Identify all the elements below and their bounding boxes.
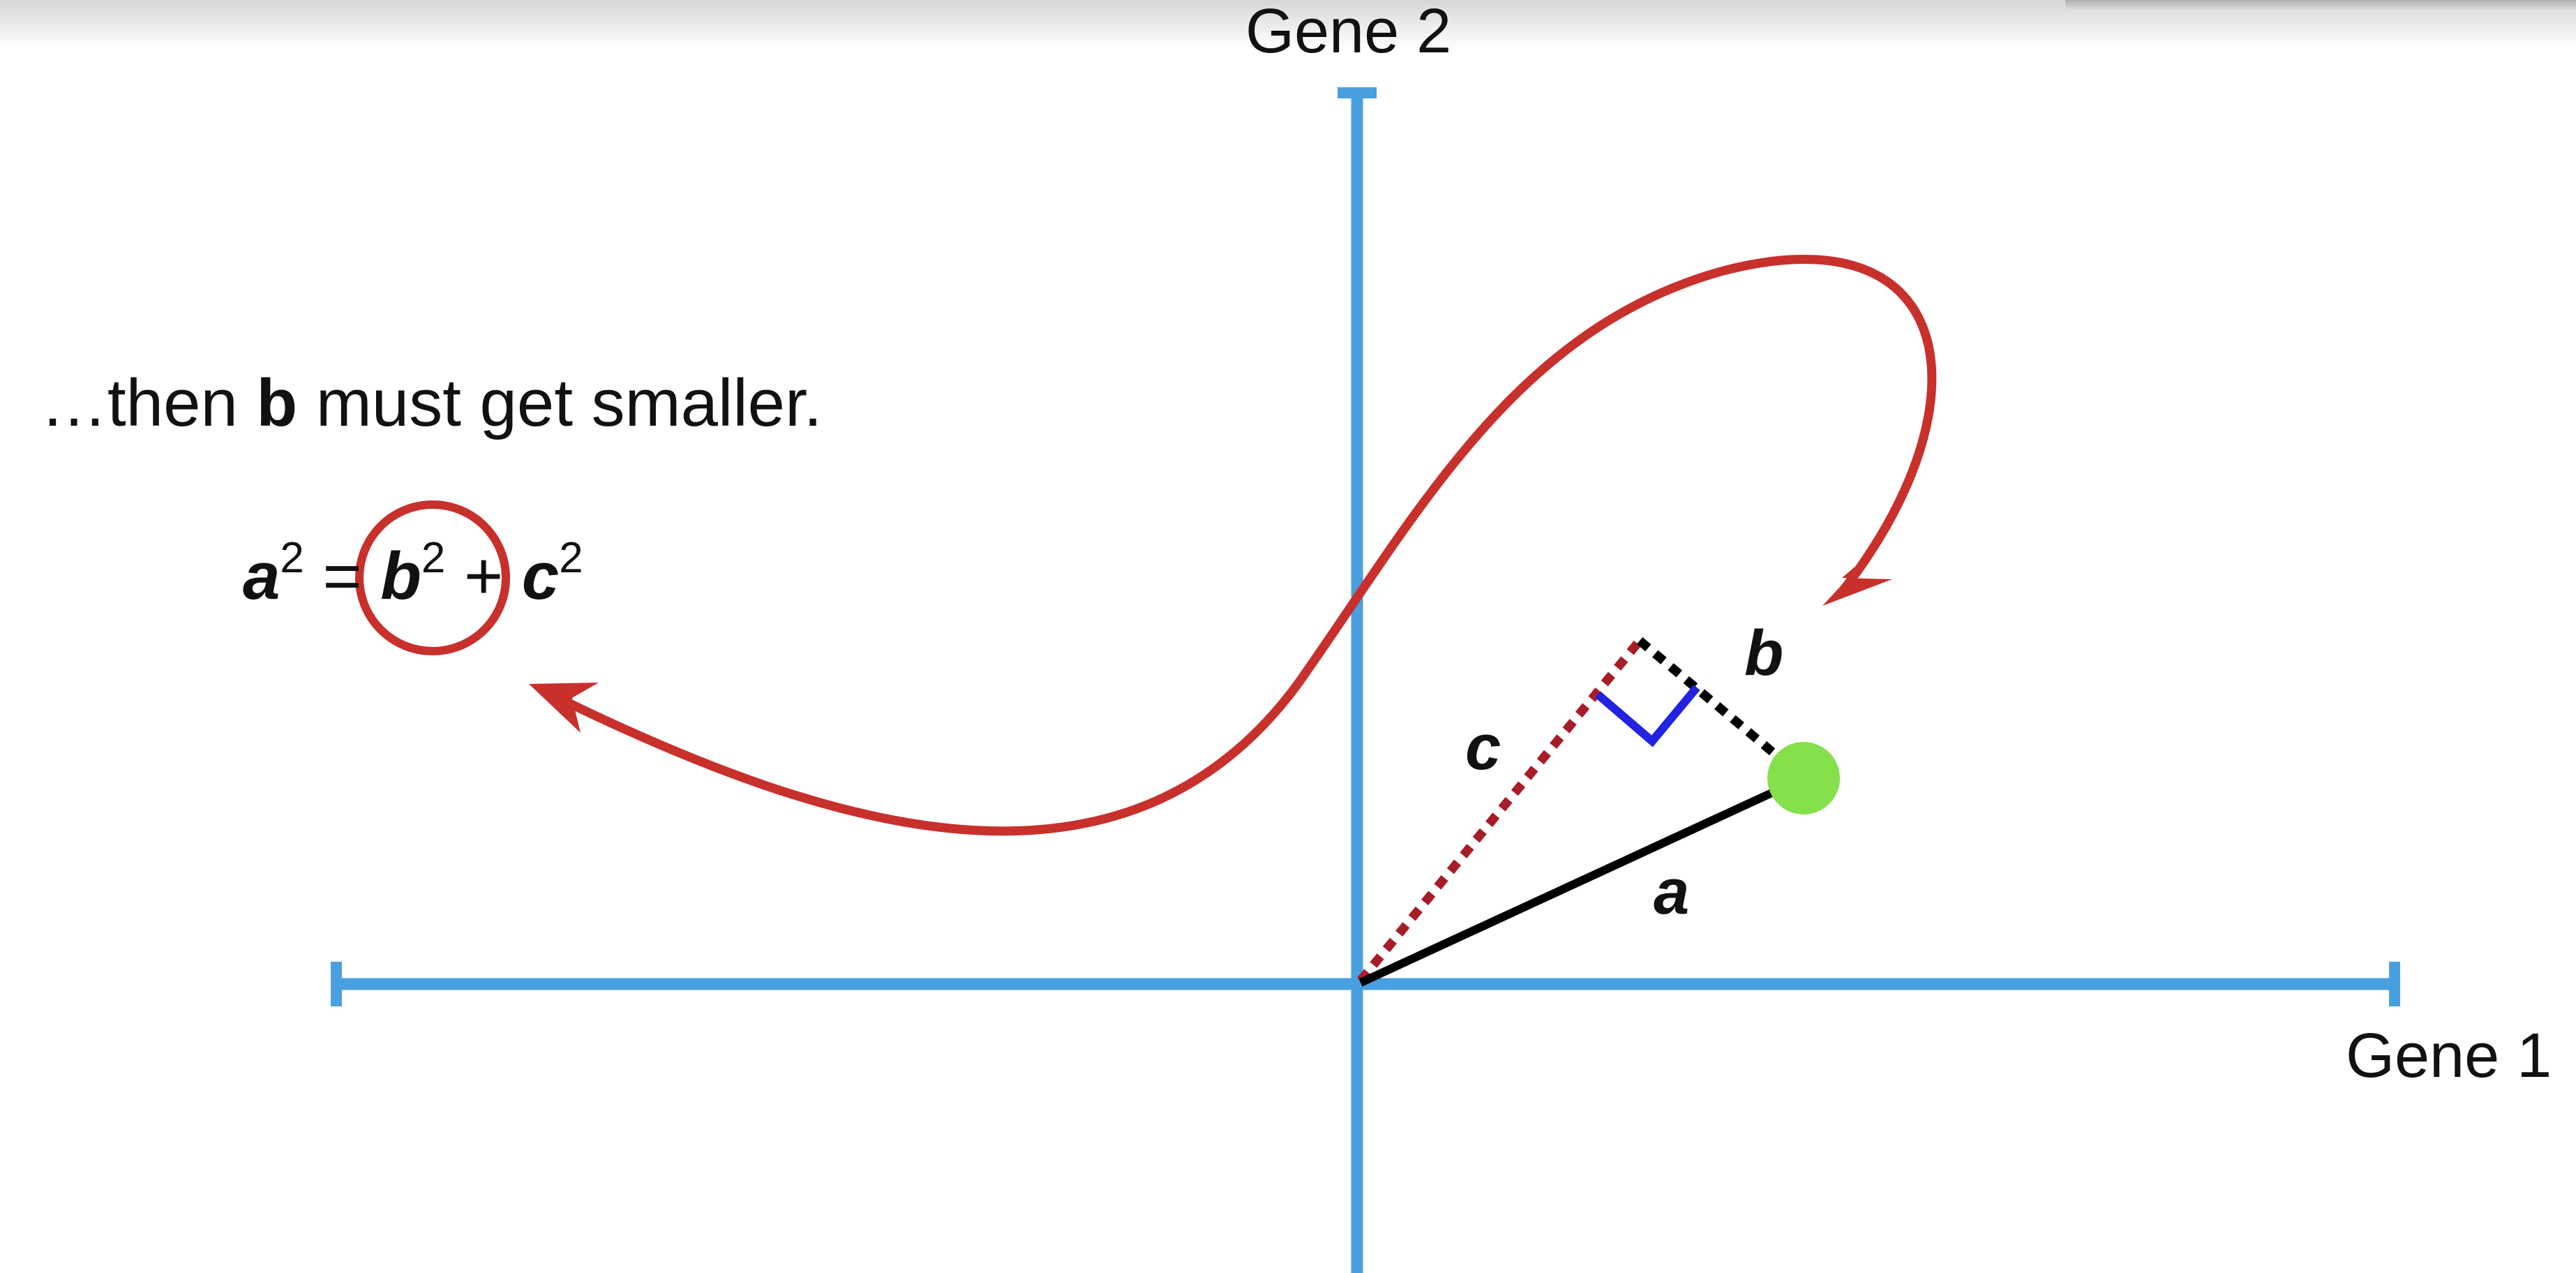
arrowhead-right [1822,551,1892,606]
segment-label-b: b [1744,618,1784,689]
top-shadow [0,0,2576,49]
caption-suffix: must get smaller. [297,366,823,440]
dotted-line-c [1356,637,1644,984]
dotted-line-b [1636,637,1807,782]
data-point [1767,742,1840,814]
segment-label-c: c [1465,712,1502,783]
top-right-overlay [2065,0,2576,10]
equation-b: b [380,539,421,613]
gene2-axis-label: Gene 2 [1245,0,1452,66]
equation-a: a [243,539,280,613]
highlight-circle [355,500,510,655]
equation-c: c [521,539,560,613]
arrowhead-left [529,683,599,733]
equation-equals: = [304,539,381,613]
equation-plus: + [445,539,522,613]
caption-prefix: …then [40,366,257,440]
caption-text: …then b must get smaller. [40,370,822,437]
equation-a-exponent: 2 [280,534,304,582]
pythagorean-equation: a2 = b2 + c2 [243,537,583,610]
equation-b-exponent: 2 [421,534,446,582]
gene1-axis-label: Gene 1 [2346,1021,2552,1091]
caption-variable: b [256,366,298,440]
line-a [1358,774,1806,987]
segment-label-a: a [1654,856,1690,928]
equation-c-exponent: 2 [559,534,583,582]
curved-arrow [553,255,1937,836]
right-angle-marker [1595,685,1700,747]
